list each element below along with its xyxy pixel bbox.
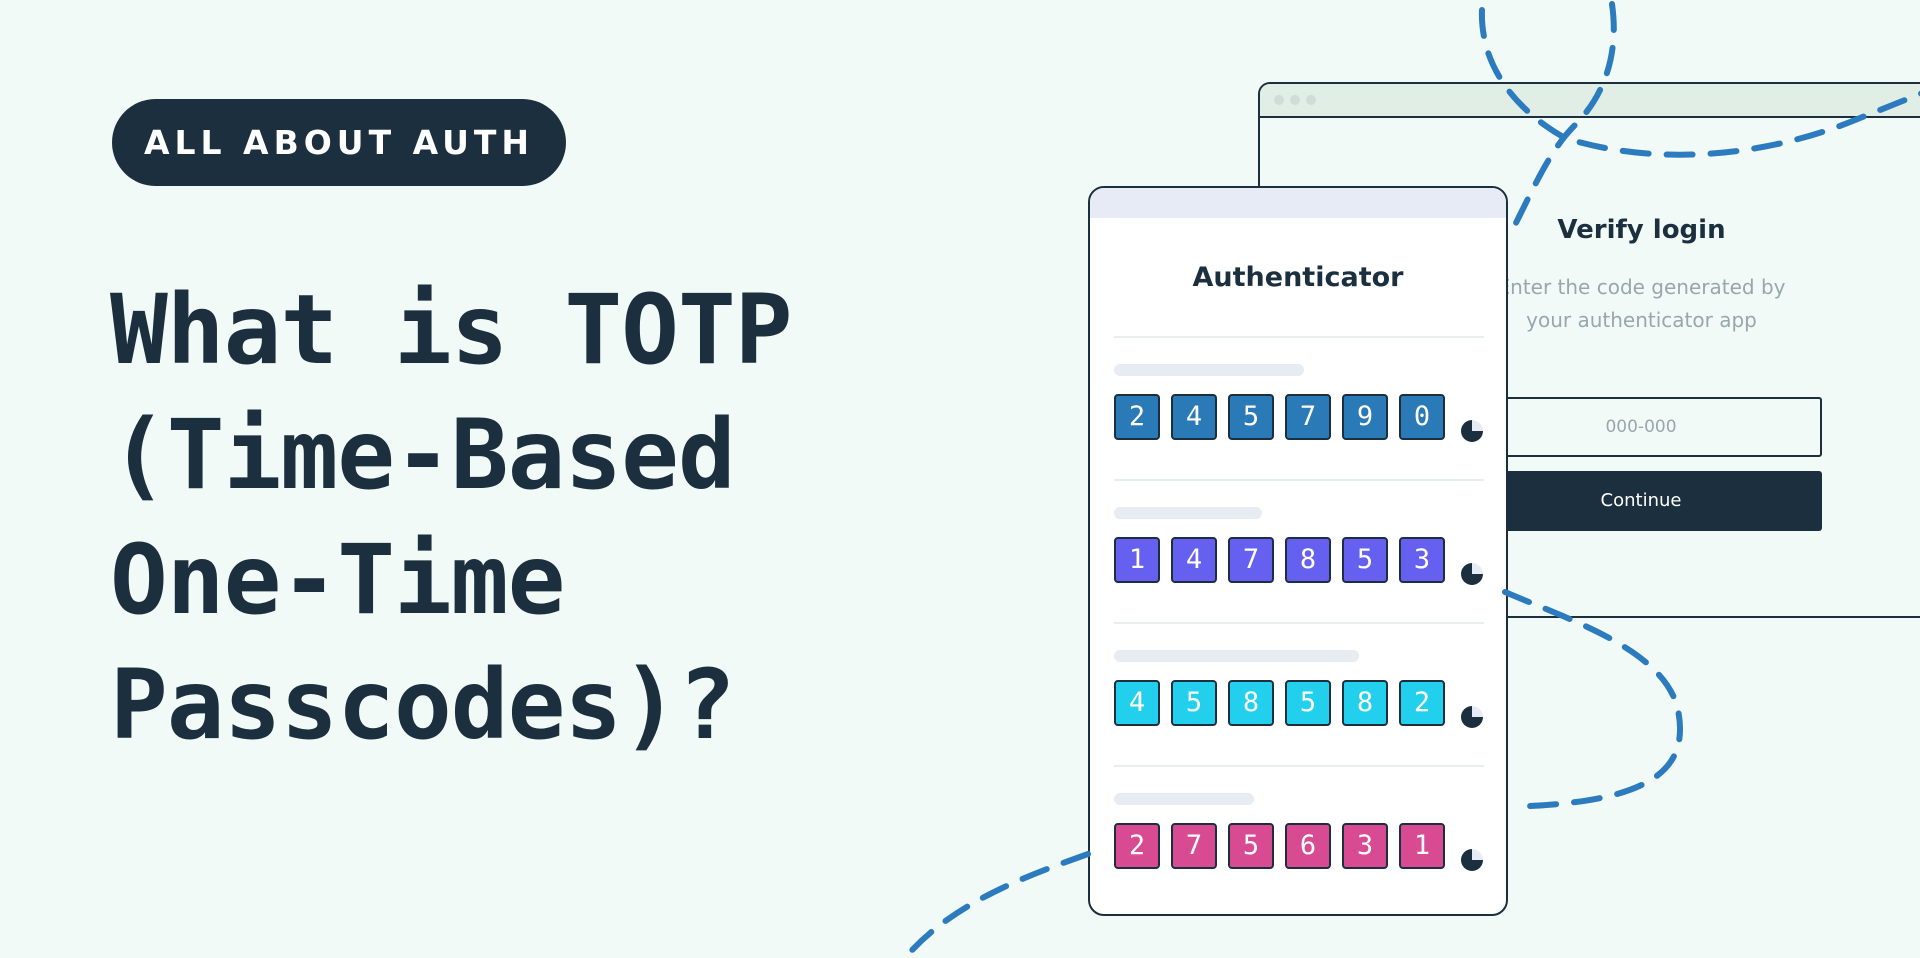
otp-digit: 2 (1399, 680, 1445, 726)
verify-login-subtitle: Enter the code generated by your authent… (1260, 271, 1920, 337)
account-name-placeholder (1114, 507, 1262, 519)
entry-divider (1114, 336, 1484, 338)
window-dot-icon (1290, 95, 1300, 105)
verify-login-subtitle-line: Enter the code generated by (1497, 275, 1786, 299)
otp-digit: 4 (1114, 680, 1160, 726)
entry-divider (1114, 622, 1484, 624)
countdown-timer-icon (1461, 420, 1483, 442)
otp-digit: 3 (1399, 537, 1445, 583)
category-badge: ALL ABOUT AUTH (112, 99, 566, 186)
countdown-timer-icon (1461, 706, 1483, 728)
otp-digit: 8 (1285, 537, 1331, 583)
continue-button[interactable]: Continue (1460, 471, 1822, 531)
code-input[interactable]: 000-000 (1460, 397, 1822, 457)
otp-digit: 2 (1114, 394, 1160, 440)
countdown-timer-icon (1461, 849, 1483, 871)
otp-digit: 4 (1171, 537, 1217, 583)
otp-digit: 7 (1228, 537, 1274, 583)
page-title-line: Passcodes)? (110, 649, 736, 761)
otp-digit: 5 (1342, 537, 1388, 583)
window-dot-icon (1306, 95, 1316, 105)
authenticator-title: Authenticator (1192, 262, 1404, 293)
browser-title-bar (1260, 84, 1920, 118)
otp-digit: 2 (1114, 823, 1160, 869)
account-name-placeholder (1114, 650, 1359, 662)
page-title-line: (Time-Based (110, 399, 736, 511)
otp-digit: 8 (1342, 680, 1388, 726)
account-name-placeholder (1114, 364, 1304, 376)
otp-digit: 5 (1285, 680, 1331, 726)
page-title: What is TOTP (Time-Based One-Time Passco… (110, 268, 870, 768)
page-title-line: One-Time (110, 524, 565, 636)
countdown-timer-icon (1461, 563, 1483, 585)
otp-digit: 7 (1285, 394, 1331, 440)
otp-digit: 4 (1171, 394, 1217, 440)
verify-login-subtitle-line: your authenticator app (1526, 308, 1757, 332)
entry-divider (1114, 479, 1484, 481)
page-title-line: What is TOTP (110, 274, 793, 386)
phone-header-bar (1090, 188, 1506, 218)
otp-digit: 5 (1228, 823, 1274, 869)
otp-digit: 5 (1171, 680, 1217, 726)
otp-digit: 7 (1171, 823, 1217, 869)
otp-digit: 0 (1399, 394, 1445, 440)
entry-divider (1114, 765, 1484, 767)
otp-digit: 9 (1342, 394, 1388, 440)
otp-digit: 1 (1399, 823, 1445, 869)
otp-digit: 1 (1114, 537, 1160, 583)
category-badge-label: ALL ABOUT AUTH (143, 123, 535, 162)
otp-digit: 3 (1342, 823, 1388, 869)
otp-digit: 5 (1228, 394, 1274, 440)
account-name-placeholder (1114, 793, 1254, 805)
otp-digit: 8 (1228, 680, 1274, 726)
window-dot-icon (1274, 95, 1284, 105)
otp-digit: 6 (1285, 823, 1331, 869)
